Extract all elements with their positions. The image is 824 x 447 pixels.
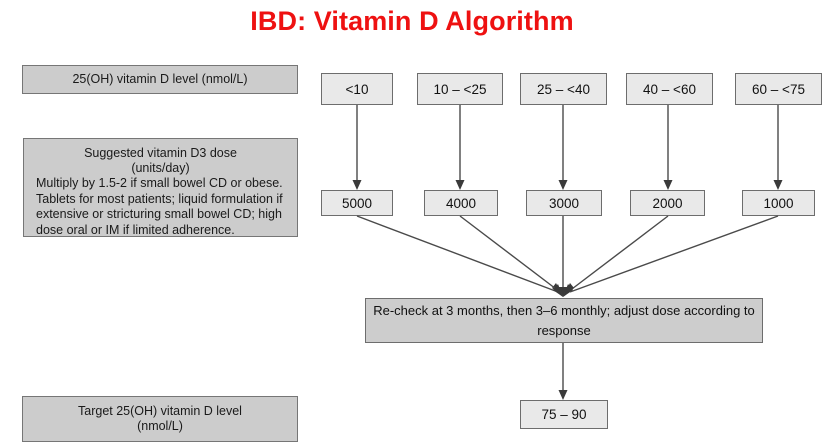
level-box-5-text: 60 – <75 bbox=[752, 81, 805, 97]
level-box-1-text: <10 bbox=[345, 81, 369, 97]
level-box-5[interactable]: 60 – <75 bbox=[735, 73, 822, 105]
level-box-1[interactable]: <10 bbox=[321, 73, 393, 105]
row-label-vitamin-d-level: 25(OH) vitamin D level (nmol/L) bbox=[22, 65, 298, 94]
arrow-recheck-to-target bbox=[558, 343, 568, 400]
row-label-suggested-dose: Suggested vitamin D3 dose (units/day) Mu… bbox=[23, 138, 298, 237]
arrow-dose-to-recheck-1 bbox=[356, 215, 563, 297]
arrow-dose-to-recheck-2 bbox=[459, 215, 563, 297]
dose-box-3-text: 3000 bbox=[548, 195, 580, 211]
suggested-dose-units: (units/day) bbox=[131, 161, 190, 175]
arrow-level-to-dose-3 bbox=[558, 105, 568, 190]
recheck-box[interactable]: Re-check at 3 months, then 3–6 monthly; … bbox=[365, 298, 763, 343]
target-label-line-2: (nmol/L) bbox=[137, 419, 183, 433]
row-label-target-level: Target 25(OH) vitamin D level (nmol/L) bbox=[22, 396, 298, 442]
dose-box-1[interactable]: 5000 bbox=[321, 190, 393, 216]
level-box-4-text: 40 – <60 bbox=[643, 81, 696, 97]
dose-box-4-text: 2000 bbox=[652, 195, 683, 211]
arrow-level-to-dose-2 bbox=[455, 105, 465, 190]
dose-box-5[interactable]: 1000 bbox=[742, 190, 815, 216]
level-box-3[interactable]: 25 – <40 bbox=[520, 73, 607, 105]
arrow-dose-to-recheck-4 bbox=[563, 215, 669, 297]
arrow-level-to-dose-5 bbox=[773, 105, 783, 190]
suggested-dose-body-line-3: extensive or stricturing small bowel CD;… bbox=[36, 207, 282, 221]
level-box-3-text: 25 – <40 bbox=[537, 81, 590, 97]
suggested-dose-body-line-2: Tablets for most patients; liquid formul… bbox=[36, 191, 283, 206]
target-value-text: 75 – 90 bbox=[541, 407, 587, 422]
arrow-dose-to-recheck-3 bbox=[558, 216, 568, 297]
row-label-vitamin-d-level-text: 25(OH) vitamin D level (nmol/L) bbox=[72, 72, 248, 86]
arrow-level-to-dose-1 bbox=[352, 105, 362, 190]
dose-box-3[interactable]: 3000 bbox=[526, 190, 602, 216]
dose-box-1-text: 5000 bbox=[341, 195, 373, 211]
dose-box-5-text: 1000 bbox=[763, 195, 794, 211]
suggested-dose-body-line-1: Multiply by 1.5-2 if small bowel CD or o… bbox=[36, 176, 283, 190]
recheck-line-2: according to response bbox=[537, 302, 755, 338]
dose-box-2[interactable]: 4000 bbox=[424, 190, 498, 216]
level-box-2[interactable]: 10 – <25 bbox=[417, 73, 503, 105]
arrow-level-to-dose-4 bbox=[663, 105, 673, 190]
suggested-dose-heading: Suggested vitamin D3 dose bbox=[84, 146, 237, 160]
arrow-dose-to-recheck-5 bbox=[563, 215, 779, 297]
dose-box-4[interactable]: 2000 bbox=[630, 190, 705, 216]
recheck-line-1: Re-check at 3 months, then 3–6 monthly; … bbox=[373, 302, 681, 318]
dose-box-2-text: 4000 bbox=[445, 195, 477, 211]
target-label-line-1: Target 25(OH) vitamin D level bbox=[78, 404, 242, 418]
suggested-dose-body-line-4: dose oral or IM if limited adherence. bbox=[36, 222, 235, 237]
page-title: IBD: Vitamin D Algorithm bbox=[250, 6, 574, 36]
target-value-box[interactable]: 75 – 90 bbox=[520, 400, 608, 429]
level-box-4[interactable]: 40 – <60 bbox=[626, 73, 713, 105]
level-box-2-text: 10 – <25 bbox=[433, 81, 487, 97]
